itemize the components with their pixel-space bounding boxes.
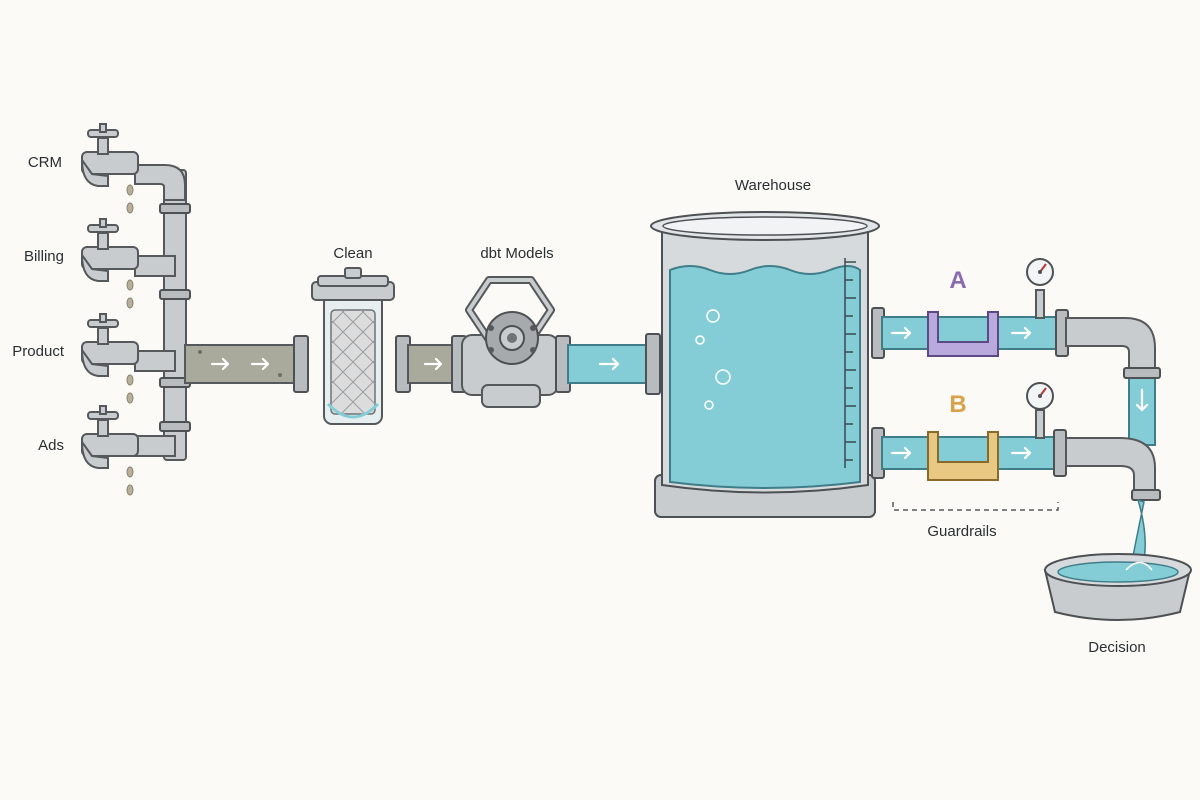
- branch-label-a: A: [949, 267, 966, 294]
- stage-label-warehouse: Warehouse: [735, 177, 811, 194]
- faucet-icon: [80, 218, 139, 309]
- source-label-crm: CRM: [28, 154, 62, 171]
- raw-pipe: [184, 335, 467, 393]
- source-label-ads: Ads: [38, 437, 64, 454]
- decision-label: Decision: [1088, 639, 1146, 656]
- branch-a-pipe: [871, 307, 1069, 359]
- clean-pipe: [555, 333, 661, 395]
- source-label-product: Product: [12, 343, 65, 360]
- branch-b-pipe: [871, 427, 1067, 481]
- source-label-billing: Billing: [24, 248, 64, 265]
- pressure-gauge-icon: [1026, 258, 1054, 319]
- branch-label-b: B: [949, 391, 966, 418]
- basin-icon: [1043, 553, 1192, 621]
- stage-label-clean: Clean: [333, 245, 372, 262]
- valve-wheel-icon: [461, 276, 559, 408]
- outlet-pipe: [1065, 317, 1161, 573]
- faucet-icon: [80, 313, 139, 404]
- guardrails-bracket: [892, 502, 1059, 511]
- pressure-gauge-icon: [1026, 382, 1054, 439]
- stage-label-dbt-models: dbt Models: [480, 245, 553, 262]
- faucet-icon: [80, 405, 139, 496]
- tank-icon: [650, 211, 880, 518]
- guardrails-label: Guardrails: [927, 523, 996, 540]
- filter-icon: [311, 267, 395, 425]
- faucet-icon: [80, 123, 139, 214]
- source-manifold: [134, 164, 191, 461]
